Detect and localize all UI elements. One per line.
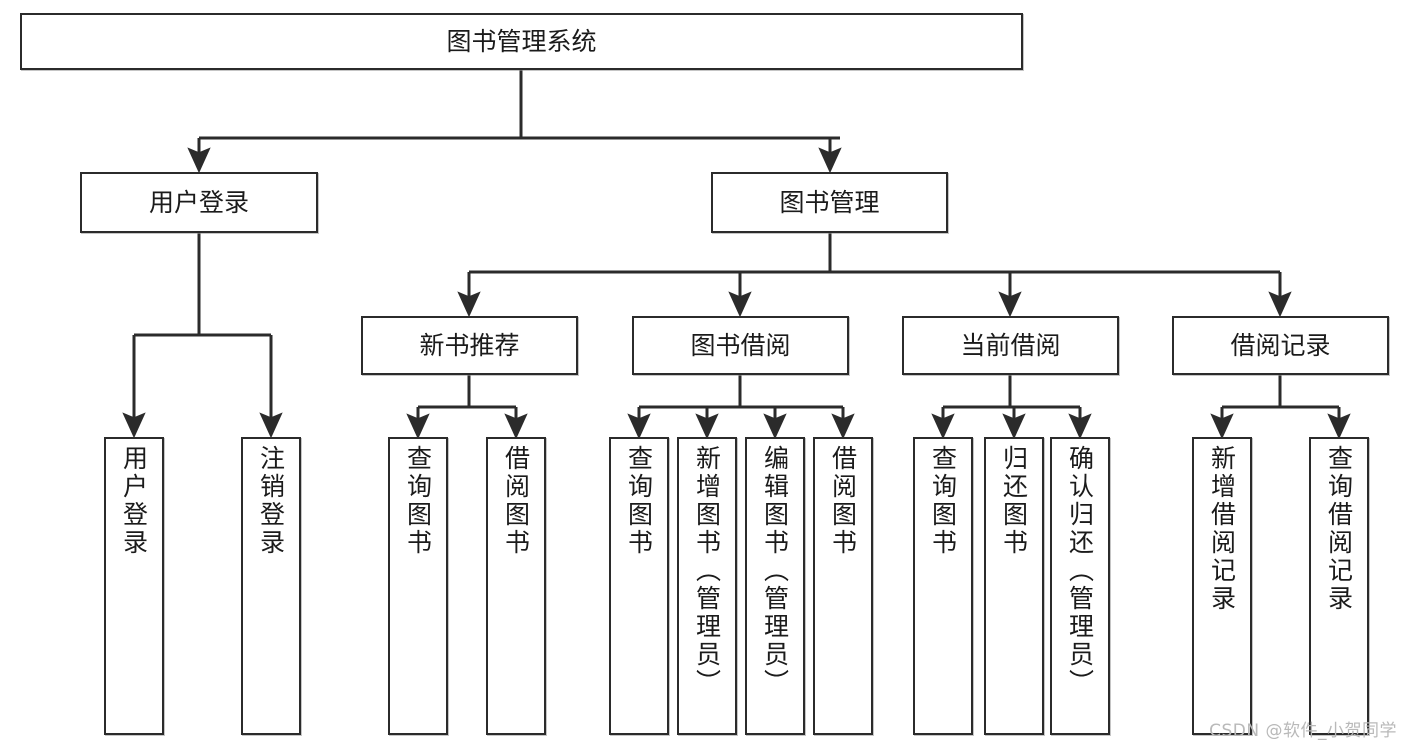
node-label: 确认归还（管理员）	[1065, 445, 1095, 697]
node-new-book-recommend[interactable]: 新书推荐	[361, 316, 578, 375]
node-leaf-logout[interactable]: 注销登录	[241, 437, 301, 735]
node-label: 当前借阅	[960, 330, 1061, 360]
node-leaf-add-borrow-record[interactable]: 新增借阅记录	[1192, 437, 1252, 735]
node-borrow-record[interactable]: 借阅记录	[1172, 316, 1389, 375]
node-label: 新书推荐	[419, 330, 520, 360]
node-leaf-query-book-current[interactable]: 查询图书	[913, 437, 973, 735]
node-label: 查询借阅记录	[1324, 445, 1354, 613]
node-leaf-query-borrow-record[interactable]: 查询借阅记录	[1309, 437, 1369, 735]
node-label: 归还图书	[999, 445, 1029, 557]
node-book-management-system[interactable]: 图书管理系统	[20, 13, 1023, 70]
node-current-borrow[interactable]: 当前借阅	[902, 316, 1119, 375]
node-book-management[interactable]: 图书管理	[711, 172, 948, 233]
node-label: 注销登录	[256, 445, 286, 557]
node-label: 图书管理	[779, 187, 880, 217]
node-book-borrow[interactable]: 图书借阅	[632, 316, 849, 375]
node-label: 查询图书	[624, 445, 654, 557]
node-leaf-user-login[interactable]: 用户登录	[104, 437, 164, 735]
node-leaf-query-book-borrow[interactable]: 查询图书	[609, 437, 669, 735]
node-label: 新增图书（管理员）	[692, 445, 722, 697]
node-user-login[interactable]: 用户登录	[80, 172, 318, 233]
node-label: 借阅图书	[828, 445, 858, 557]
node-label: 借阅记录	[1230, 330, 1331, 360]
node-leaf-query-book-recommend[interactable]: 查询图书	[388, 437, 448, 735]
node-leaf-confirm-return-admin[interactable]: 确认归还（管理员）	[1050, 437, 1110, 735]
node-label: 新增借阅记录	[1207, 445, 1237, 613]
node-leaf-borrow-book[interactable]: 借阅图书	[813, 437, 873, 735]
node-label: 用户登录	[119, 445, 149, 557]
node-label: 用户登录	[148, 187, 249, 217]
node-leaf-edit-book-admin[interactable]: 编辑图书（管理员）	[745, 437, 805, 735]
node-leaf-return-book[interactable]: 归还图书	[984, 437, 1044, 735]
node-leaf-borrow-book-recommend[interactable]: 借阅图书	[486, 437, 546, 735]
node-label: 图书管理系统	[446, 26, 597, 56]
node-leaf-add-book-admin[interactable]: 新增图书（管理员）	[677, 437, 737, 735]
node-label: 查询图书	[403, 445, 433, 557]
node-label: 图书借阅	[690, 330, 791, 360]
node-label: 编辑图书（管理员）	[760, 445, 790, 697]
node-label: 借阅图书	[501, 445, 531, 557]
node-label: 查询图书	[928, 445, 958, 557]
